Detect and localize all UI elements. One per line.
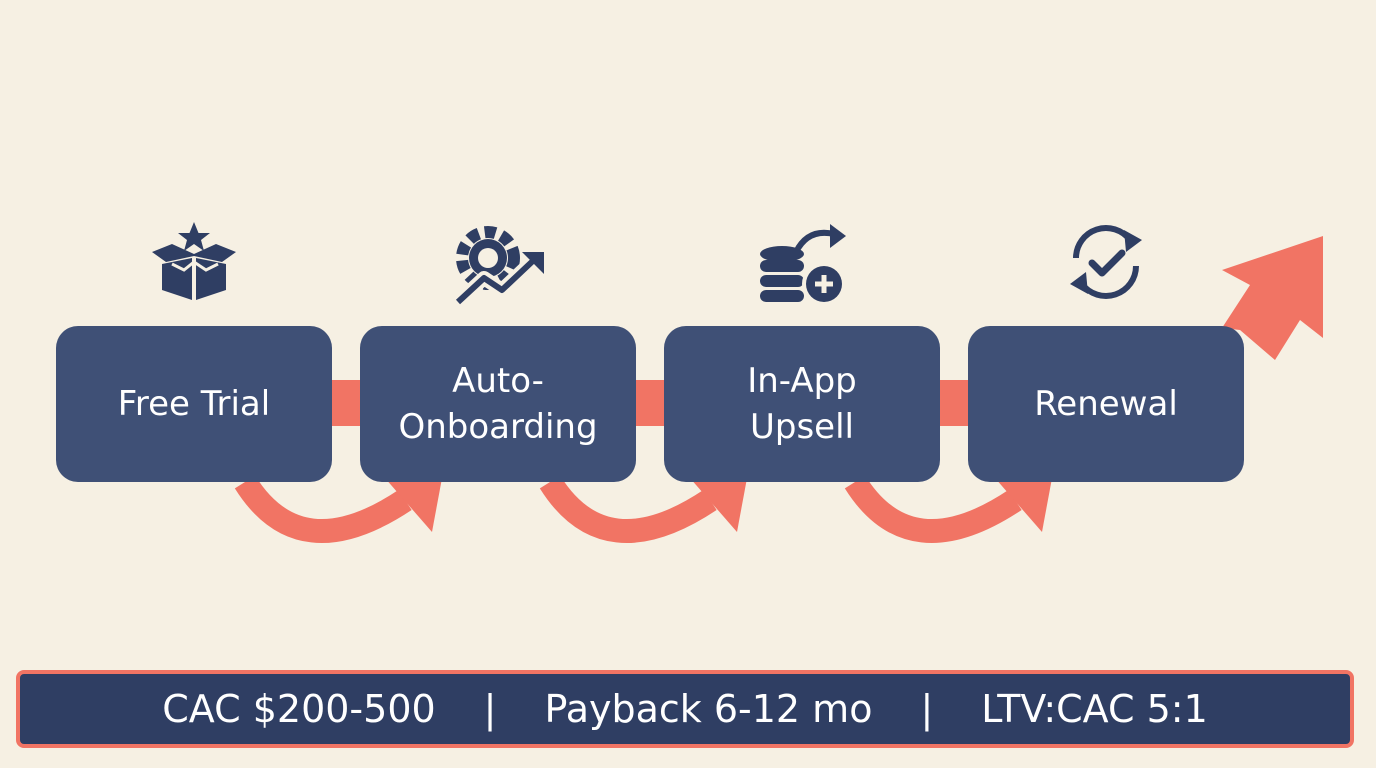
step-free-trial: Free Trial — [56, 326, 332, 482]
step-label: In-App Upsell — [747, 361, 857, 447]
step-renewal: Renewal — [968, 326, 1244, 482]
metric-payback: Payback 6-12 mo — [544, 687, 873, 731]
step-in-app-upsell: In-App Upsell — [664, 326, 940, 482]
connector-bar-3 — [938, 380, 970, 426]
metrics-bar: CAC $200-500 | Payback 6-12 mo | LTV:CAC… — [16, 670, 1354, 748]
metric-separator: | — [483, 687, 497, 731]
coins-plus-icon — [760, 224, 846, 306]
refresh-check-icon — [1070, 225, 1142, 299]
metric-separator: | — [920, 687, 934, 731]
step-label: Free Trial — [117, 384, 271, 424]
step-label: Auto- Onboarding — [398, 361, 598, 447]
step-auto-onboarding: Auto- Onboarding — [360, 326, 636, 482]
connector-bar-2 — [634, 380, 666, 426]
metric-ltv-cac: LTV:CAC 5:1 — [981, 687, 1208, 731]
metric-cac: CAC $200-500 — [162, 687, 436, 731]
step-label: Renewal — [1034, 384, 1178, 424]
box-star-icon — [152, 222, 236, 300]
connector-bar-1 — [330, 380, 362, 426]
gear-growth-icon — [453, 226, 544, 306]
growth-arrow — [1222, 236, 1323, 360]
